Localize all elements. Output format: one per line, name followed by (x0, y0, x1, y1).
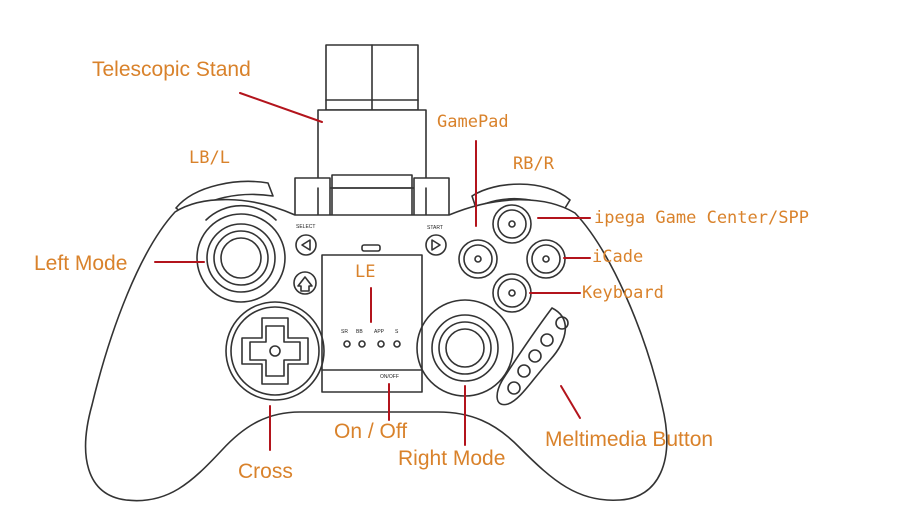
face-buttons[interactable] (458, 204, 566, 313)
select-button[interactable] (295, 234, 317, 256)
label-icade: iCade (592, 247, 644, 267)
label-meltimedia-button: Meltimedia Button (545, 428, 714, 451)
label-rb-r: RB/R (513, 154, 554, 174)
leader-telescopic-stand (239, 92, 323, 123)
right-analog-stick[interactable] (416, 299, 514, 397)
label-keyboard: Keyboard (582, 283, 664, 303)
label-gamepad: GamePad (437, 112, 509, 132)
label-cross: Cross (238, 460, 293, 483)
led-indicators (343, 244, 401, 348)
telescopic-stand (294, 44, 450, 231)
label-ipega-game-center: ipega Game Center/SPP (594, 208, 809, 228)
label-left-mode: Left Mode (34, 252, 128, 275)
multimedia-button-strip[interactable] (496, 307, 569, 406)
switch-text: ON/OFF (380, 374, 399, 380)
label-on-off: On / Off (334, 420, 408, 443)
rb-bumper[interactable] (471, 183, 571, 214)
led-label-s: S (395, 329, 399, 335)
led-label-app: APP (374, 329, 385, 335)
label-lb-l: LB/L (189, 148, 230, 168)
home-button[interactable] (293, 271, 317, 295)
label-right-mode: Right Mode (398, 447, 506, 470)
led-label-bb: BB (356, 329, 363, 335)
led-label-sr: SR (341, 329, 348, 335)
start-button[interactable] (425, 234, 447, 256)
label-telescopic-stand: Telescopic Stand (92, 58, 251, 81)
label-le: LE (355, 262, 376, 282)
start-text: START (427, 225, 443, 231)
leader-meltimedia (560, 385, 581, 419)
select-text: SELECT (296, 224, 315, 230)
d-pad[interactable] (225, 301, 325, 401)
left-analog-stick[interactable] (196, 204, 286, 303)
